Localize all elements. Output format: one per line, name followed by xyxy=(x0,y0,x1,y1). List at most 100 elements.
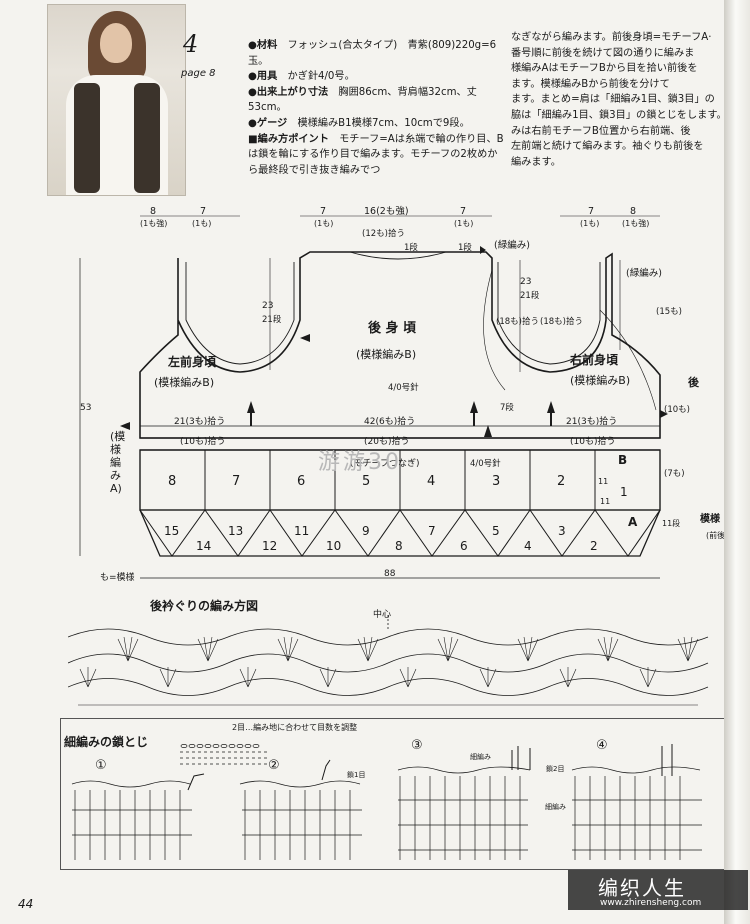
seam-note: 2目…編み地に合わせて目数を調整 xyxy=(232,723,358,732)
svg-text:(前後: (前後 xyxy=(706,530,724,540)
svg-text:7: 7 xyxy=(428,524,436,538)
svg-text:23: 23 xyxy=(520,277,531,287)
seam-step-3: ③ xyxy=(411,738,423,753)
svg-text:(10も)拾う: (10も)拾う xyxy=(570,435,615,447)
seam-title: 細編みの鎖とじ xyxy=(64,735,149,749)
svg-text:4: 4 xyxy=(524,539,532,553)
svg-text:(モチーフつなぎ): (モチーフつなぎ) xyxy=(350,457,419,469)
svg-text:2: 2 xyxy=(557,474,565,489)
spec-materials: ●材料 フォッシュ(合太タイプ) 青紫(809)220g=6玉。 xyxy=(248,40,497,67)
seam-step-1: ① xyxy=(95,758,107,773)
neck-chart-title: 後衿ぐりの編み方図 xyxy=(150,599,259,613)
svg-text:(18も)拾う: (18も)拾う xyxy=(496,316,539,327)
watermark-text: 编织人生 xyxy=(598,876,686,900)
svg-text:(1も): (1も) xyxy=(454,219,473,228)
seam-step-2: ② xyxy=(268,758,280,773)
svg-text:42(6も)拾う: 42(6も)拾う xyxy=(364,415,415,427)
svg-text:14: 14 xyxy=(196,539,211,553)
svg-text:(12も)拾う: (12も)拾う xyxy=(362,228,405,239)
svg-text:23: 23 xyxy=(262,301,273,311)
instructions-column: なぎながら編みます。前後身頃=モチーフA· 番号順に前後を続けて図の通りに編みま… xyxy=(511,32,725,168)
svg-text:21段: 21段 xyxy=(262,314,282,325)
svg-text:10: 10 xyxy=(326,539,341,553)
svg-text:(模様編みB): (模様編みB) xyxy=(570,373,630,387)
pattern-number: 4 xyxy=(183,30,199,58)
svg-text:4: 4 xyxy=(427,474,435,489)
right-front-label: 右前身頃 xyxy=(569,352,619,367)
svg-text:9: 9 xyxy=(362,524,370,538)
svg-text:8: 8 xyxy=(150,206,156,217)
seam-chain1-label: 鎖1目 xyxy=(347,771,366,779)
svg-text:21(3も)拾う: 21(3も)拾う xyxy=(174,415,225,427)
svg-text:11: 11 xyxy=(598,477,608,486)
svg-text:B: B xyxy=(618,453,627,467)
svg-text:も=模様: も=模様 xyxy=(100,571,135,583)
svg-text:(1も): (1も) xyxy=(192,219,211,228)
seam-sc-label-2: 細編み xyxy=(545,803,566,811)
svg-text:5: 5 xyxy=(362,474,370,489)
seam-chain2-label: 鎖2目 xyxy=(546,765,565,773)
svg-text:(1も強): (1も強) xyxy=(622,218,649,228)
svg-text:8: 8 xyxy=(395,539,403,553)
svg-text:1: 1 xyxy=(620,485,628,499)
svg-text:12: 12 xyxy=(262,539,277,553)
svg-text:A: A xyxy=(628,515,638,529)
svg-text:5: 5 xyxy=(492,524,500,538)
neck-chart-center: 中心 xyxy=(373,610,392,620)
svg-text:後: 後 xyxy=(688,375,700,389)
svg-text:4/0号針: 4/0号針 xyxy=(388,382,419,393)
svg-text:16(2も強): 16(2も強) xyxy=(364,205,409,217)
vest-schematic: 8 (1も強) 7 (1も) 7 (1も) 16(2も強) 7 (1も) 7 (… xyxy=(79,205,724,583)
material-specs: ●材料 フォッシュ(合太タイプ) 青紫(809)220g=6玉。 ●用具 かぎ針… xyxy=(248,38,504,178)
svg-text:模様: 模様 xyxy=(700,512,721,525)
svg-text:2: 2 xyxy=(590,539,598,553)
svg-text:7段: 7段 xyxy=(500,402,514,413)
green-edge-label: (緑編み) xyxy=(494,239,530,251)
svg-text:6: 6 xyxy=(297,474,305,489)
spec-points: ■編み方ポイント モチーフ=Aは糸端で輪の作り目、Bは鎖を輪にする作り目で編みま… xyxy=(248,133,504,176)
seam-step-4: ④ xyxy=(596,738,608,753)
left-front-label: 左前身頃 xyxy=(167,354,217,369)
body-outline xyxy=(139,251,661,439)
svg-text:21段: 21段 xyxy=(520,290,540,301)
svg-text:11: 11 xyxy=(294,524,309,538)
svg-text:(緑編み): (緑編み) xyxy=(626,267,662,279)
page-number: 44 xyxy=(18,897,34,911)
watermark-box xyxy=(568,870,748,910)
svg-text:4/0号針: 4/0号針 xyxy=(470,458,501,469)
svg-text:21(3も)拾う: 21(3も)拾う xyxy=(566,415,617,427)
svg-text:11段: 11段 xyxy=(662,518,680,528)
svg-text:(15も): (15も) xyxy=(656,307,682,317)
page-reference: page 8 xyxy=(181,68,216,79)
svg-text:(10も): (10も) xyxy=(664,405,690,415)
svg-text:(1も): (1も) xyxy=(580,219,599,228)
side-pattern-label: (模様編みA) xyxy=(110,430,126,495)
svg-text:88: 88 xyxy=(384,569,396,579)
chain-symbols xyxy=(180,744,270,765)
svg-text:11: 11 xyxy=(600,497,610,506)
watermark-url: www.zhirensheng.com xyxy=(600,898,702,908)
svg-text:8: 8 xyxy=(630,206,636,217)
svg-text:(7も): (7も) xyxy=(664,469,685,479)
svg-text:7: 7 xyxy=(200,206,206,217)
svg-text:(模様編みB): (模様編みB) xyxy=(356,347,416,361)
spec-size: ●出来上がり寸法 胸囲86cm、背肩幅32cm、丈53cm。 xyxy=(248,86,477,114)
svg-text:(1も強): (1も強) xyxy=(140,218,167,228)
svg-text:(1も): (1も) xyxy=(314,219,333,228)
svg-text:(模様編みB): (模様編みB) xyxy=(154,375,214,389)
svg-text:(18も)拾う: (18も)拾う xyxy=(540,316,583,327)
svg-text:8: 8 xyxy=(168,474,176,489)
svg-text:53: 53 xyxy=(80,403,91,413)
svg-text:3: 3 xyxy=(492,474,500,489)
svg-text:13: 13 xyxy=(228,524,243,538)
watermark-mid: 游游30 xyxy=(318,450,402,475)
svg-text:3: 3 xyxy=(558,524,566,538)
neck-crochet-chart xyxy=(68,615,709,706)
spec-tools: ●用具 かぎ針4/0号。 xyxy=(248,71,355,83)
svg-text:(10も)拾う: (10も)拾う xyxy=(180,435,225,447)
svg-text:7: 7 xyxy=(588,206,594,217)
triangle-row xyxy=(139,509,661,557)
page-spine xyxy=(724,0,750,924)
spec-gauge: ●ゲージ 模様編みB1模様7cm、10cmで9段。 xyxy=(248,117,470,129)
svg-text:15: 15 xyxy=(164,524,179,538)
